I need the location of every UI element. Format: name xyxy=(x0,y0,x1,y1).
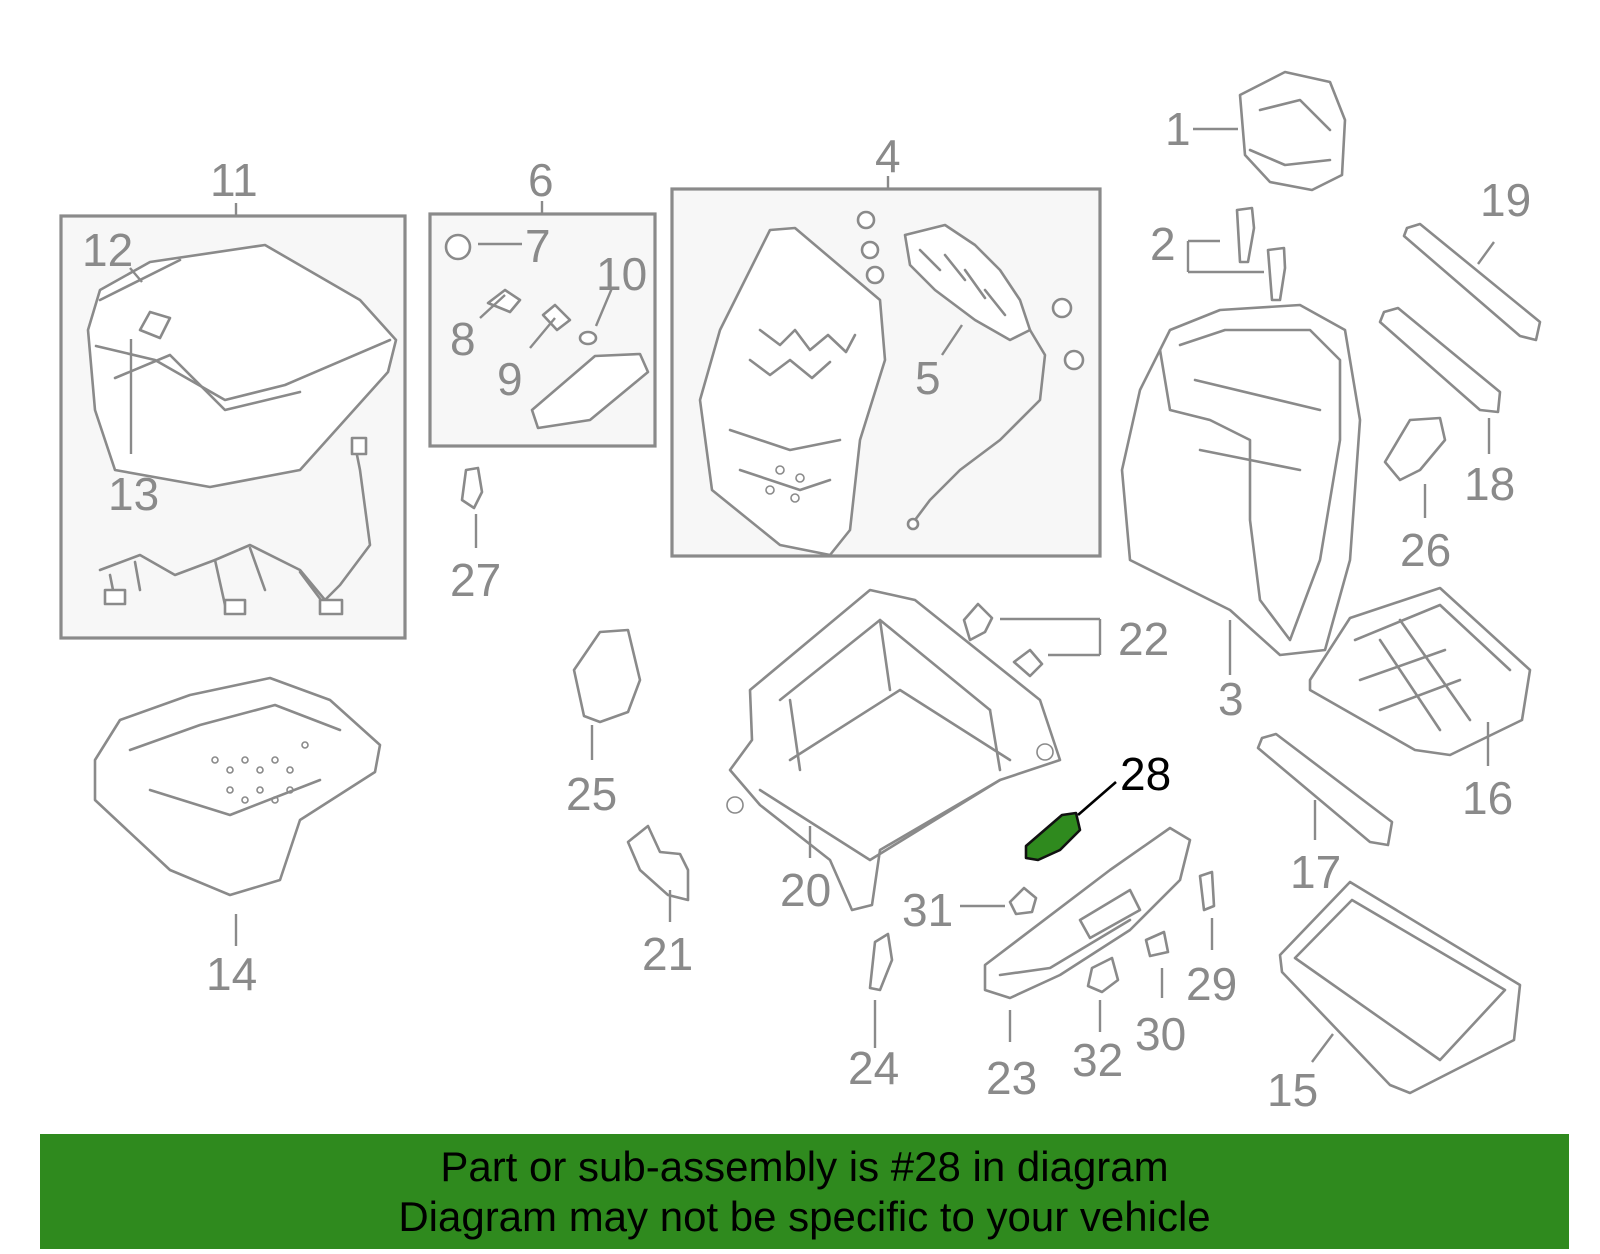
label-7: 7 xyxy=(525,220,551,272)
bracket-21 xyxy=(626,824,690,902)
label-21: 21 xyxy=(642,928,693,980)
seatback-frame xyxy=(698,226,887,557)
bolt-parts-6 xyxy=(444,233,650,430)
label-9: 9 xyxy=(497,353,523,405)
info-banner: Part or sub-assembly is #28 in diagram D… xyxy=(40,1134,1569,1249)
label-25: 25 xyxy=(566,768,617,820)
rail-18 xyxy=(1378,306,1502,414)
label-5: 5 xyxy=(915,352,941,404)
label-3: 3 xyxy=(1218,673,1244,725)
label-24: 24 xyxy=(848,1042,899,1094)
label-22: 22 xyxy=(1118,613,1169,665)
label-28: 28 xyxy=(1120,748,1171,800)
rail-17 xyxy=(1256,732,1394,847)
label-20: 20 xyxy=(780,864,831,916)
clip-27 xyxy=(460,466,484,510)
label-12: 12 xyxy=(82,224,133,276)
headrest xyxy=(1238,70,1347,192)
headrest-guides xyxy=(1235,206,1287,302)
label-13: 13 xyxy=(108,468,159,520)
label-26: 26 xyxy=(1400,524,1451,576)
label-1: 1 xyxy=(1165,103,1191,155)
label-27: 27 xyxy=(450,554,501,606)
seat-wire-harness xyxy=(98,436,372,616)
label-8: 8 xyxy=(450,313,476,365)
label-14: 14 xyxy=(206,948,257,1000)
banner-line-part-info: Part or sub-assembly is #28 in diagram xyxy=(440,1142,1169,1190)
trim-25 xyxy=(572,628,642,724)
cushion-pan xyxy=(1308,586,1532,757)
label-16: 16 xyxy=(1462,772,1513,824)
cushion-base xyxy=(93,676,382,897)
label-31: 31 xyxy=(902,884,953,936)
label-15: 15 xyxy=(1267,1064,1318,1116)
label-32: 32 xyxy=(1072,1034,1123,1086)
part-labels: 1 2 3 4 5 6 7 8 9 10 11 12 13 14 15 16 1… xyxy=(82,103,1531,1116)
label-2: 2 xyxy=(1150,218,1176,270)
seatback-cover xyxy=(1120,303,1362,657)
highlighted-part-28 xyxy=(1024,811,1082,862)
storage-tray xyxy=(1278,880,1522,1095)
label-4: 4 xyxy=(875,130,901,182)
clip-31 xyxy=(1008,886,1038,916)
label-11: 11 xyxy=(210,154,258,206)
seat-track-frame xyxy=(726,588,1062,912)
side-shield xyxy=(983,826,1192,1000)
label-10: 10 xyxy=(596,248,647,300)
label-18: 18 xyxy=(1464,458,1515,510)
seat-cushion-cover xyxy=(86,243,398,489)
pin-29 xyxy=(1198,870,1216,912)
label-23: 23 xyxy=(986,1052,1037,1104)
bracket-24 xyxy=(868,932,894,992)
knob-32 xyxy=(1086,956,1120,994)
clip-22a xyxy=(962,602,994,642)
label-30: 30 xyxy=(1135,1008,1186,1060)
lumbar-support xyxy=(856,210,1085,531)
label-29: 29 xyxy=(1186,958,1237,1010)
clip-22b xyxy=(1012,648,1044,678)
label-6: 6 xyxy=(528,154,554,206)
clip-26 xyxy=(1383,416,1447,482)
clip-30 xyxy=(1144,930,1170,958)
leader-lines xyxy=(129,127,1495,1063)
banner-line-disclaimer: Diagram may not be specific to your vehi… xyxy=(398,1192,1211,1240)
label-19: 19 xyxy=(1480,174,1531,226)
label-17: 17 xyxy=(1290,846,1341,898)
rail-19 xyxy=(1402,222,1542,342)
